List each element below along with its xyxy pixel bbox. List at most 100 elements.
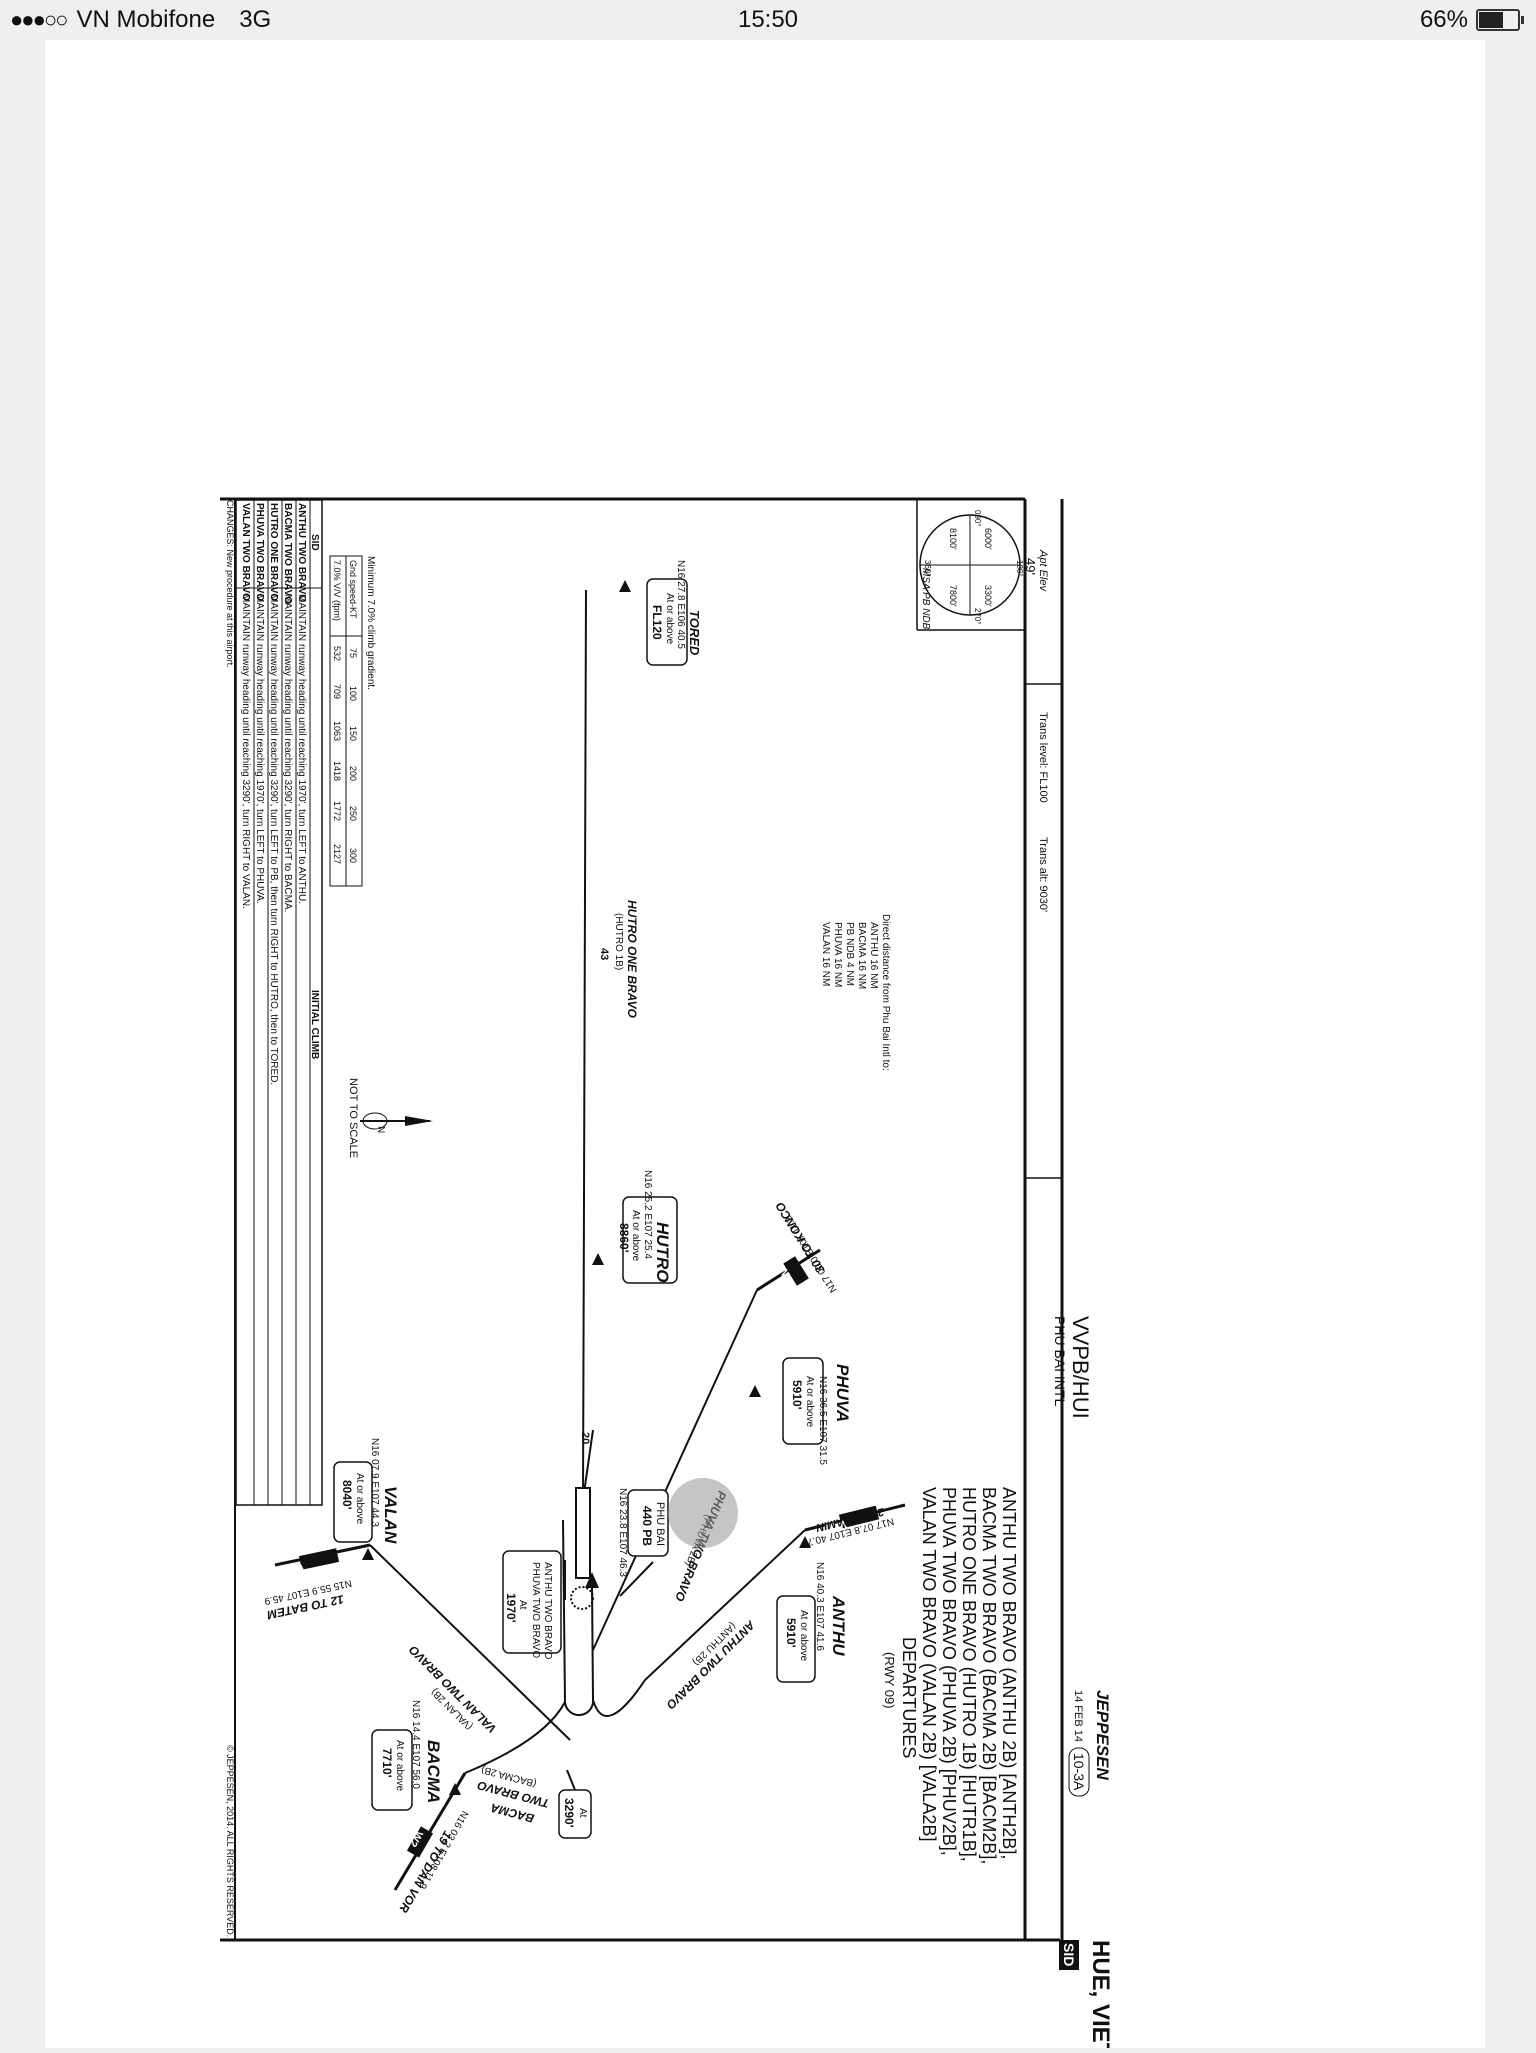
anthu-name: ANTHU (829, 1595, 848, 1656)
climb-col-header: INITIAL CLIMB (309, 990, 320, 1059)
hutro-alt: 8860' (617, 1223, 631, 1253)
konco-coord: N17 00.0 E107 11.2 (783, 1213, 839, 1294)
battery-percent: 66% (1419, 6, 1468, 33)
hutro-name: HUTRO (653, 1222, 672, 1282)
hutro-coord: N16 25.2 E107 25.4 (642, 1170, 653, 1259)
document-page[interactable]: HUE, VIETNAM SID JEPPESEN 14 FEB 14 10-3… (45, 40, 1485, 2053)
climb-vv-6: 2127 (332, 844, 342, 864)
section-badge: SID (1061, 1943, 1077, 1966)
sid-row-4-text: MAINTAIN runway heading until reaching 1… (254, 594, 265, 904)
climb-vv-1: 532 (332, 646, 342, 661)
chart-number: 10-3A (1071, 1753, 1087, 1791)
msa-label: MSA PB NDB (920, 568, 931, 630)
touch-indicator (668, 1478, 738, 1548)
apt-elev-value: 49' (1023, 558, 1038, 575)
sid-chart: HUE, VIETNAM SID JEPPESEN 14 FEB 14 10-3… (220, 497, 1114, 2053)
airway-batem: W10 12 TO BATEM N15 55.9 E107 45.9 (263, 1548, 353, 1622)
sid-row-3-text: MAINTAIN runway heading until reaching 3… (268, 594, 279, 1085)
climb-row2-label: 7.0% V/V (fpm) (332, 560, 342, 621)
title-line-7: (RWY 09) (882, 1652, 897, 1709)
title-line-1: ANTHU TWO BRAVO (ANTHU 2B) [ANTH2B], (999, 1487, 1019, 1859)
route-pb-hutro-distance: 20 (579, 1432, 591, 1444)
valan-name: VALAN (381, 1486, 400, 1544)
direct-distance-2: BACMA 16 NM (856, 922, 867, 989)
fix-bacma: BACMA N16 14.4 E107 56.0 At or above 771… (371, 1700, 443, 1811)
valan-coord: N16 07.9 E107 44.3 (369, 1438, 380, 1527)
changes-note: CHANGES: New procedure at this airport. (225, 500, 235, 668)
route-anthu-label: ANTHU TWO BRAVO (663, 1617, 758, 1712)
initial-box-line1: ANTHU TWO BRAVO (542, 1562, 553, 1660)
status-left: ●●●○○ VN Mobifone 3G (10, 6, 271, 34)
phuva-constraint: At or above (804, 1376, 815, 1428)
bacma-name: BACMA (424, 1740, 443, 1803)
clock: 15:50 (737, 6, 799, 33)
tored-coord: N16 27.8 E106 40.5 (675, 560, 686, 649)
route-lines (369, 589, 806, 1791)
msa-value-4: 8100' (948, 528, 958, 550)
climb-row1-label: Gnd speed-KT (348, 560, 358, 619)
sid-row-2-name: BACMA TWO BRAVO (282, 503, 293, 604)
climb-speed-1: 75 (348, 648, 358, 658)
sid-row-3-name: HUTRO ONE BRAVO (268, 503, 279, 601)
trans-alt: Trans alt: 9030' (1037, 837, 1049, 912)
network-type: 3G (239, 6, 272, 33)
sid-row-4-name: PHUVA TWO BRAVO (254, 503, 265, 601)
sid-row-1-name: ANTHU TWO BRAVO (296, 503, 307, 602)
phuva-coord: N16 36.5 E107 31.5 (817, 1376, 828, 1465)
battery-icon (1476, 9, 1524, 31)
msa-value-2: 3300' (983, 585, 993, 607)
climb-speed-2: 100 (348, 686, 358, 701)
fix-triangles (362, 580, 811, 1795)
sid-row-1-text: MAINTAIN runway heading until reaching 1… (296, 594, 307, 904)
initial-box-line2: PHUVA TWO BRAVO (530, 1562, 541, 1658)
initial-box-at: At (517, 1600, 528, 1610)
climb-speed-3: 150 (348, 726, 358, 741)
title-line-2: BACMA TWO BRAVO (BACMA 2B) [BACM2B], (979, 1487, 999, 1864)
phu-bai-freq: 440 PB (640, 1506, 654, 1546)
hamin-badge: W10 (822, 1517, 847, 1534)
direct-distance-3: PB NDB 4 NM (844, 922, 855, 986)
phu-bai-name: PHU BAI (654, 1502, 666, 1546)
title-line-3: HUTRO ONE BRAVO (HUTRO 1B) [HUTR1B], (959, 1487, 979, 1862)
anthu-alt: 5910' (784, 1618, 798, 1648)
msa-bearing-270: 270° (973, 608, 982, 625)
sid-row-5-name: VALAN TWO BRAVO (240, 503, 251, 601)
phu-bai-ndb: PHU BAI 440 PB N16 23.8 E107 46.3 (617, 1488, 669, 1577)
route-hutro-label: HUTRO ONE BRAVO (625, 900, 639, 1018)
fix-anthu: ANTHU N16 40.3 E107 41.6 At or above 591… (776, 1562, 848, 1683)
north-label: N (375, 1126, 386, 1133)
status-bar: ●●●○○ VN Mobifone 3G 15:50 66% (0, 0, 1536, 40)
status-right: 66% (1419, 6, 1524, 34)
tored-name: TORED (687, 610, 702, 656)
msa-value-3: 7800' (948, 585, 958, 607)
fix-tored: TORED N16 27.8 E106 40.5 At or above FL1… (646, 560, 702, 666)
phuva-alt: 5910' (790, 1380, 804, 1410)
chart-date: 14 FEB 14 (1072, 1690, 1084, 1742)
climb-speed-4: 200 (348, 766, 358, 781)
climb-vv-3: 1063 (332, 721, 342, 741)
title-line-6: DEPARTURES (899, 1637, 919, 1758)
chart-title-block: ANTHU TWO BRAVO (ANTHU 2B) [ANTH2B], BAC… (882, 1487, 1019, 1864)
fix-valan: VALAN N16 07.9 E107 44.3 At or above 804… (333, 1438, 400, 1544)
direct-distance-heading: Direct distance from Phu Bai Intl to: (880, 914, 891, 1071)
airway-konco: W2 30 TO KONCO N17 00.0 E107 11.2 (772, 1199, 839, 1294)
title-line-5: VALAN TWO BRAVO (VALAN 2B) [VALA2B] (919, 1487, 939, 1841)
phuva-name: PHUVA (833, 1364, 852, 1422)
climb-vv-4: 1418 (332, 761, 342, 781)
anthu-constraint: At or above (798, 1610, 809, 1662)
hutro-constraint: At or above (630, 1210, 641, 1262)
tored-constraint: At or above (664, 593, 675, 645)
carrier-name: VN Mobifone (76, 6, 216, 33)
initial-box-alt: 1970' (504, 1593, 518, 1623)
altitude-3290-box: At 3290' (558, 1789, 592, 1839)
sid-initial-climb-table: SID INITIAL CLIMB ANTHU TWO BRAVO MAINTA… (235, 499, 323, 1506)
title-line-4: PHUVA TWO BRAVO (PHUVA 2B) [PHUV2B], (939, 1487, 959, 1856)
direct-distance-list: Direct distance from Phu Bai Intl to: AN… (820, 914, 891, 1071)
climb-note: Minimum 7.0% climb gradient. (365, 556, 376, 690)
bacma-coord: N16 14.4 E107 56.0 (410, 1700, 421, 1789)
bacma-alt: 7710' (380, 1748, 394, 1778)
apt-elev-label: Apt Elev (1037, 549, 1049, 592)
airway-hamin: W10 27 TO HAMIN N17 07.8 E107 40.7 (806, 1505, 895, 1548)
phu-bai-coord: N16 23.8 E107 46.3 (617, 1488, 628, 1577)
fix-phuva: PHUVA N16 36.5 E107 31.5 At or above 591… (782, 1357, 852, 1465)
